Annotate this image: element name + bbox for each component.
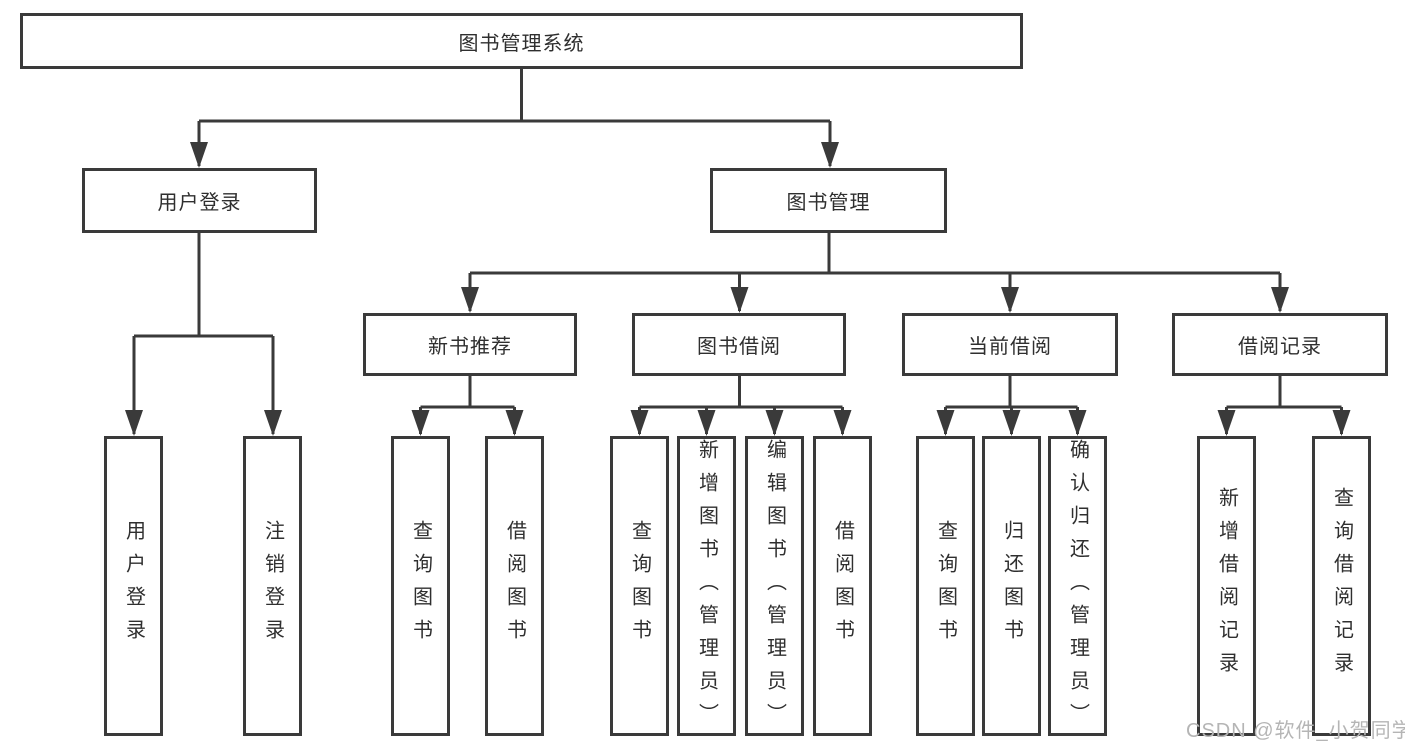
node-user-login: 用户登录 xyxy=(82,168,317,233)
leaf-label: 查询借阅记录 xyxy=(1330,487,1353,685)
leaf-label: 借阅图书 xyxy=(503,520,526,652)
node-library-management-system: 图书管理系统 xyxy=(20,13,1023,69)
node-current-borrow: 当前借阅 xyxy=(902,313,1118,376)
node-book-borrow: 图书借阅 xyxy=(632,313,846,376)
leaf-label: 确认归还（管理员） xyxy=(1066,439,1089,736)
leaf-user-login: 用户登录 xyxy=(104,436,163,736)
leaf-add-books-admin: 新增图书（管理员） xyxy=(677,436,736,736)
leaf-query-borrow-record: 查询借阅记录 xyxy=(1312,436,1371,736)
leaf-query-books-borrow: 查询图书 xyxy=(610,436,669,736)
leaf-return-books: 归还图书 xyxy=(982,436,1041,736)
leaf-label: 新增图书（管理员） xyxy=(695,439,718,736)
leaf-query-books-current: 查询图书 xyxy=(916,436,975,736)
leaf-label: 查询图书 xyxy=(934,520,957,652)
leaf-edit-books-admin: 编辑图书（管理员） xyxy=(745,436,804,736)
leaf-label: 用户登录 xyxy=(122,520,145,652)
leaf-label: 归还图书 xyxy=(1000,520,1023,652)
node-borrow-records: 借阅记录 xyxy=(1172,313,1388,376)
leaf-confirm-return-admin: 确认归还（管理员） xyxy=(1048,436,1107,736)
leaf-query-books-recommend: 查询图书 xyxy=(391,436,450,736)
leaf-logout: 注销登录 xyxy=(243,436,302,736)
csdn-watermark: CSDN @软件_小贺同学 xyxy=(1186,720,1405,742)
leaf-label: 新增借阅记录 xyxy=(1215,487,1238,685)
leaf-borrow-books-recommend: 借阅图书 xyxy=(485,436,544,736)
node-book-management: 图书管理 xyxy=(710,168,947,233)
leaf-label: 查询图书 xyxy=(409,520,432,652)
node-new-book-recommend: 新书推荐 xyxy=(363,313,577,376)
leaf-borrow-books: 借阅图书 xyxy=(813,436,872,736)
leaf-add-borrow-record: 新增借阅记录 xyxy=(1197,436,1256,736)
leaf-label: 编辑图书（管理员） xyxy=(763,439,786,736)
leaf-label: 借阅图书 xyxy=(831,520,854,652)
leaf-label: 注销登录 xyxy=(261,520,284,652)
leaf-label: 查询图书 xyxy=(628,520,651,652)
